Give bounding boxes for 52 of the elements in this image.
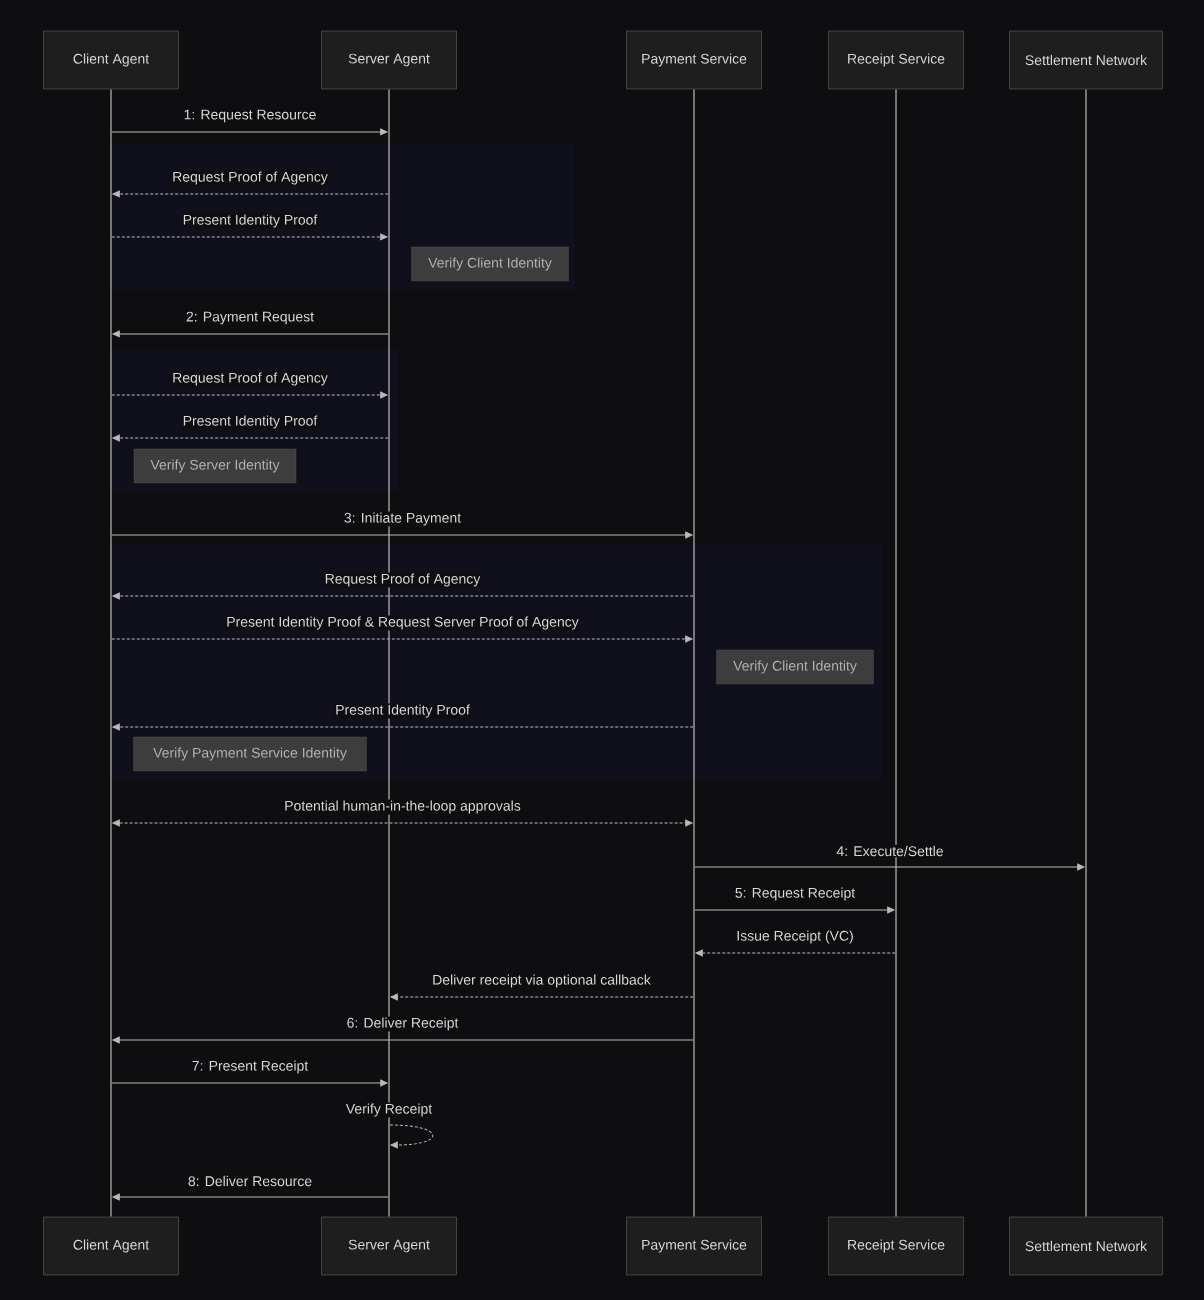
arrow (695, 949, 896, 957)
edge-label: 8: Deliver Resource (188, 1175, 312, 1187)
arrow (112, 723, 694, 731)
edge-label: Deliver receipt via optional callback (433, 974, 651, 988)
note-box: Verify Client Identity (716, 649, 874, 685)
edge-label: Request Proof of Agency (173, 171, 328, 185)
edge-label: Present Identity Proof (183, 415, 318, 429)
edge-label: Potential human-in-the-loop approvals (285, 800, 521, 814)
edge-label: 2: Payment Request (186, 311, 314, 325)
edge-label: Present Identity Proof & Request Server Proof of Agency (227, 616, 579, 630)
arrow (112, 1036, 694, 1044)
edge-label: 1: Request Resource (184, 109, 316, 123)
edge-label: 5: Request Receipt (735, 887, 856, 901)
participant-box: Server Agent (321, 30, 457, 90)
self-arrow (389, 1124, 434, 1149)
arrow (111, 1079, 388, 1087)
arrow (694, 863, 1085, 871)
participant-box: Payment Service (626, 1216, 762, 1276)
edge-label: Verify Receipt (345, 1103, 433, 1117)
participant-box: Client Agent (43, 1216, 179, 1276)
note-box: Verify Client Identity (411, 246, 569, 282)
edge-label: Issue Receipt (VC) (737, 930, 853, 944)
note-box: Verify Payment Service Identity (133, 736, 367, 772)
arrow (390, 993, 694, 1001)
arrow (112, 819, 693, 827)
participant-box: Receipt Service (828, 1216, 964, 1276)
participant-box: Client Agent (43, 30, 179, 90)
arrow (111, 233, 388, 241)
participant-box: Payment Service (626, 30, 762, 90)
participant-box: Settlement Network (1009, 30, 1163, 90)
arrow (112, 434, 389, 442)
edge-label: Present Identity Proof (183, 214, 318, 228)
arrow (694, 906, 895, 914)
arrow (111, 531, 693, 539)
edge-label: 4: Execute/Settle (836, 845, 943, 857)
arrow (112, 1193, 389, 1201)
edge-label: 6: Deliver Receipt (347, 1017, 459, 1031)
note-box: Verify Server Identity (133, 448, 297, 484)
arrow (111, 635, 693, 643)
participant-box: Settlement Network (1009, 1216, 1163, 1276)
arrow (112, 330, 389, 338)
arrow (112, 190, 389, 198)
arrow (112, 592, 694, 600)
participant-box: Receipt Service (828, 30, 964, 90)
arrow (111, 128, 388, 136)
edge-label: 7: Present Receipt (192, 1060, 309, 1074)
edge-label: Request Proof of Agency (173, 372, 328, 386)
arrow (111, 391, 388, 399)
edge-label: 3: Initiate Payment (344, 512, 461, 526)
edge-label: Request Proof of Agency (325, 573, 481, 587)
participant-box: Server Agent (321, 1216, 457, 1276)
edge-label: Present Identity Proof (336, 704, 470, 718)
